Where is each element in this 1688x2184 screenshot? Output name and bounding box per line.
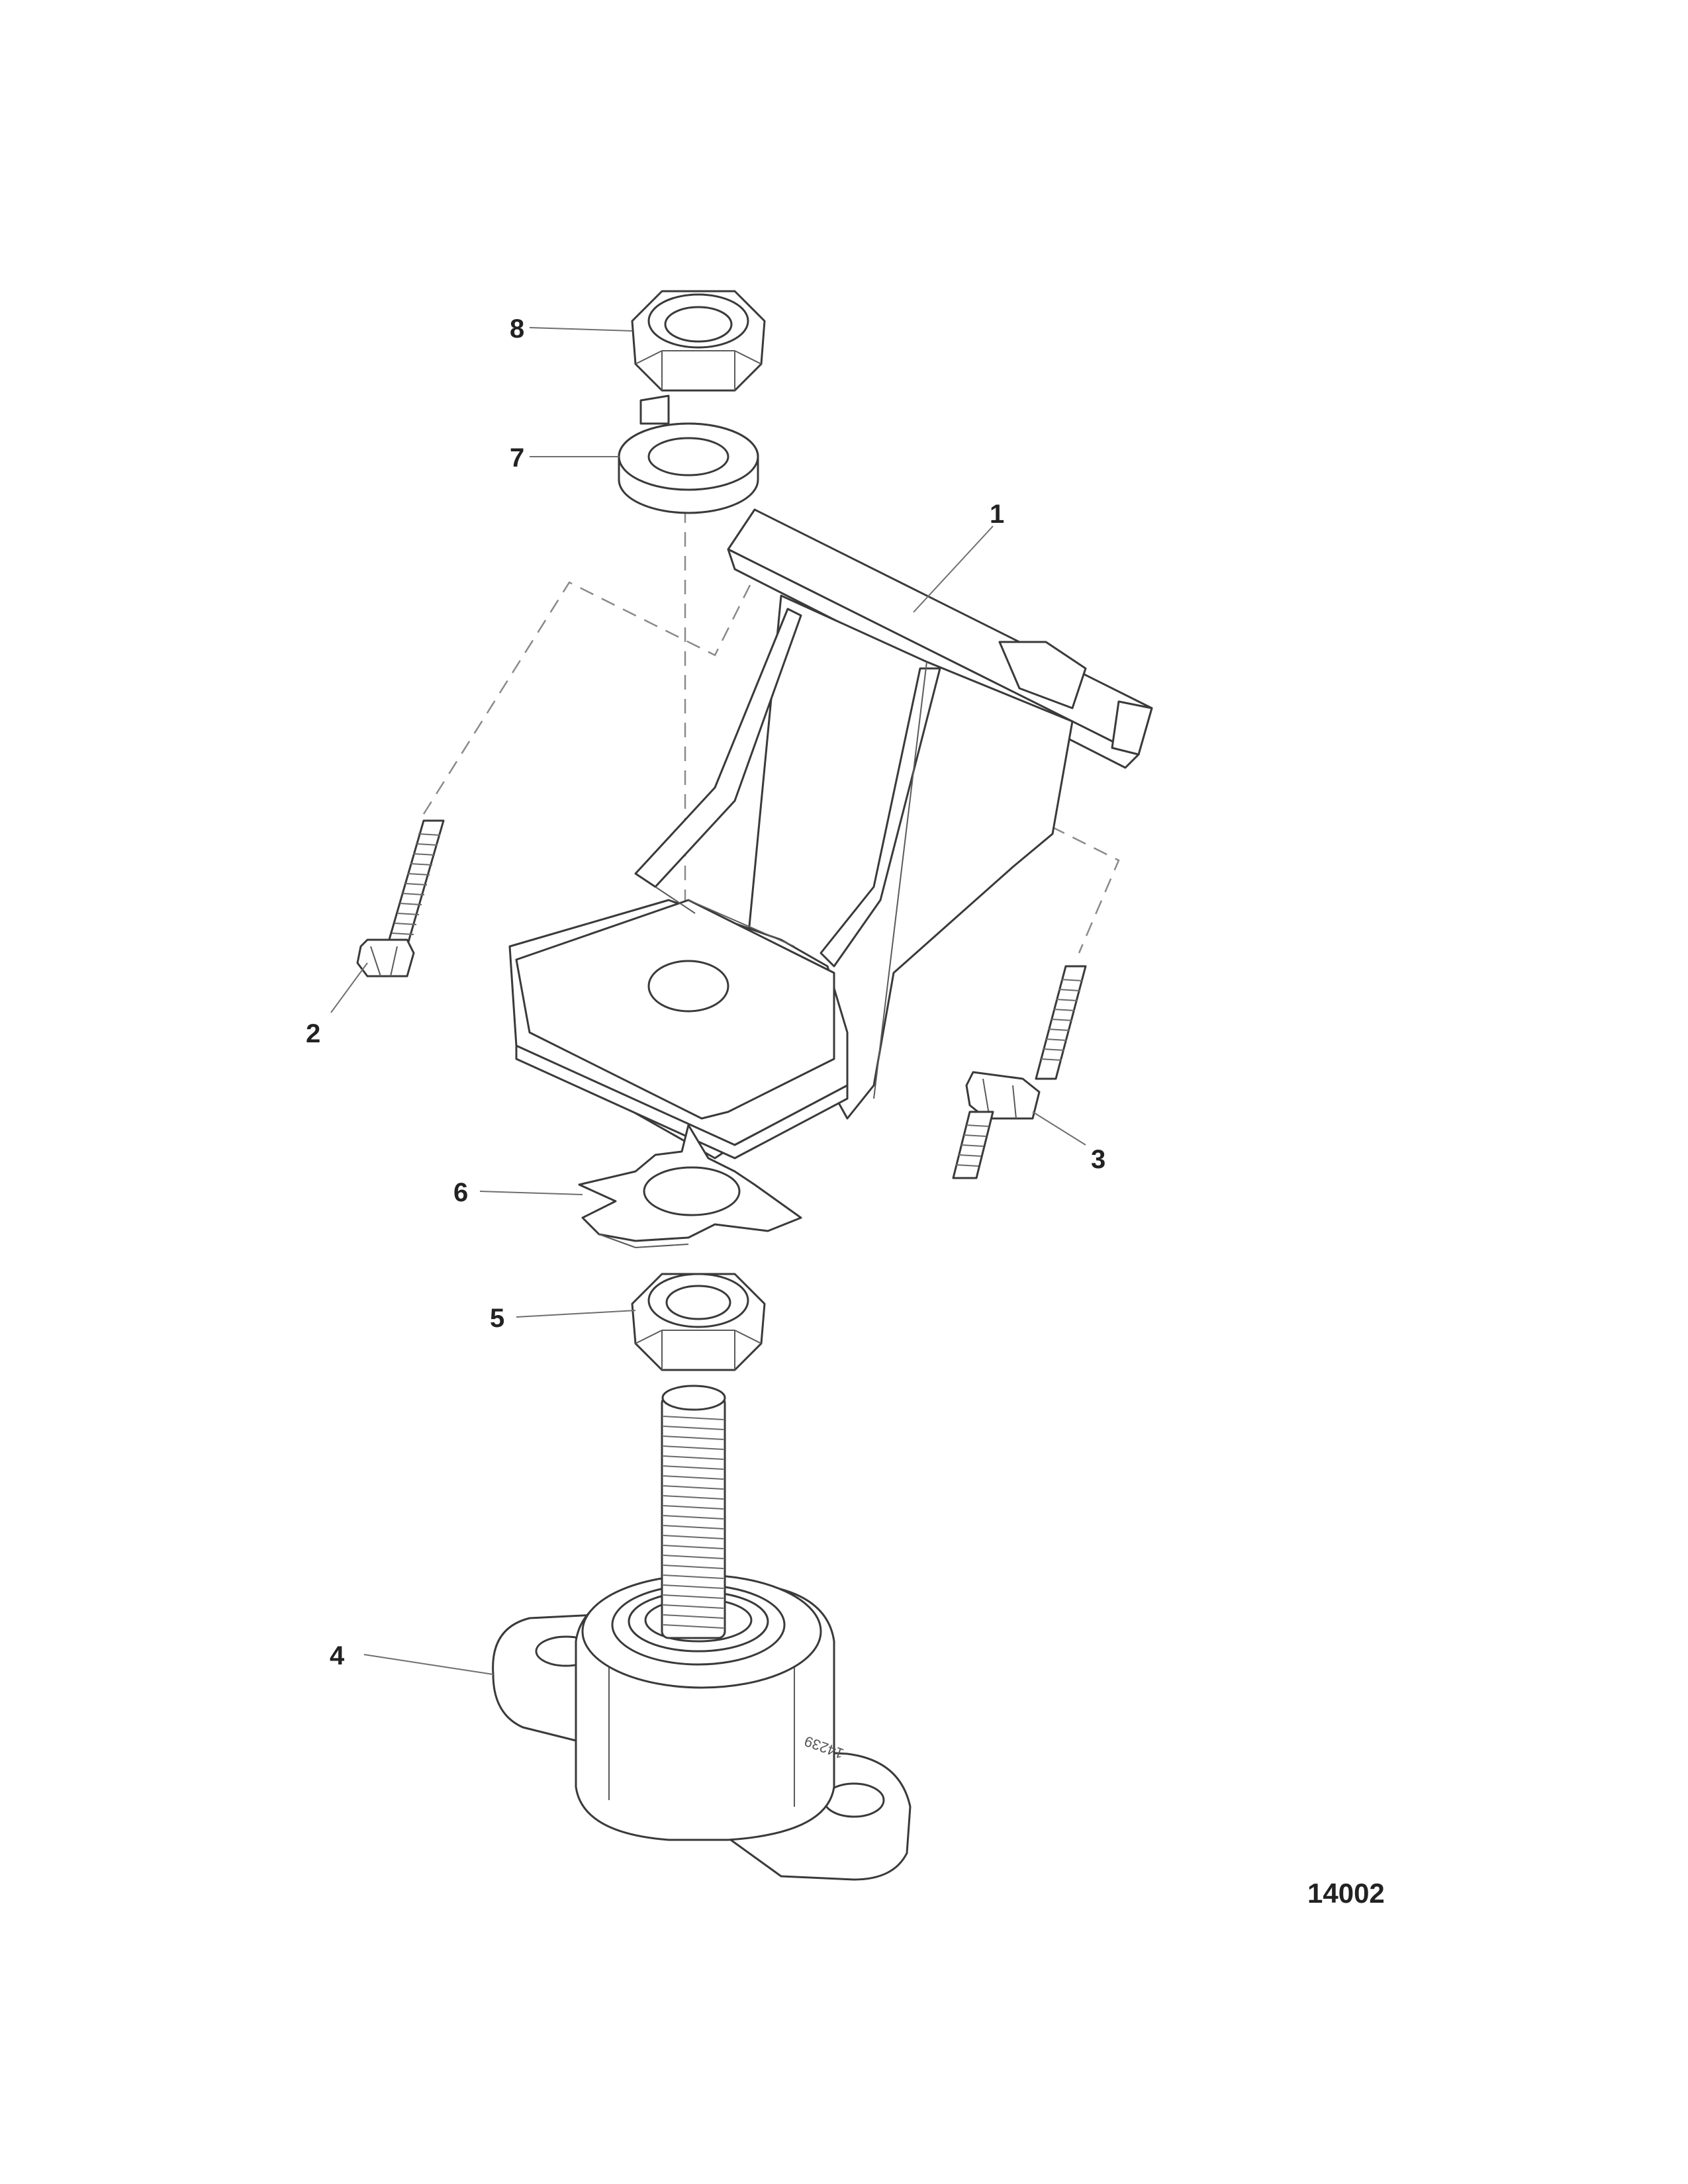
part-2-bolt xyxy=(356,819,445,978)
callout-5: 5 xyxy=(490,1304,504,1333)
part-3-stud xyxy=(952,965,1087,1179)
part-6-tab-washer xyxy=(578,1124,802,1248)
callout-6: 6 xyxy=(453,1178,468,1207)
part-8-hex-nut xyxy=(631,290,766,392)
part-4-engine-mount: 14239 xyxy=(492,1385,912,1881)
callout-8: 8 xyxy=(510,314,524,343)
callout-7: 7 xyxy=(510,443,524,473)
callout-1: 1 xyxy=(990,500,1004,529)
callout-2: 2 xyxy=(306,1019,320,1048)
callout-3: 3 xyxy=(1091,1145,1105,1174)
leader-lines xyxy=(330,327,1086,1675)
part-1-bracket xyxy=(508,508,1153,1160)
figure-number: 14002 xyxy=(1307,1878,1385,1909)
part-7-lock-washer xyxy=(618,394,759,514)
assembly-line-bolt-2 xyxy=(422,549,769,815)
part-5-hex-nut xyxy=(631,1273,766,1371)
callout-4: 4 xyxy=(330,1641,345,1670)
